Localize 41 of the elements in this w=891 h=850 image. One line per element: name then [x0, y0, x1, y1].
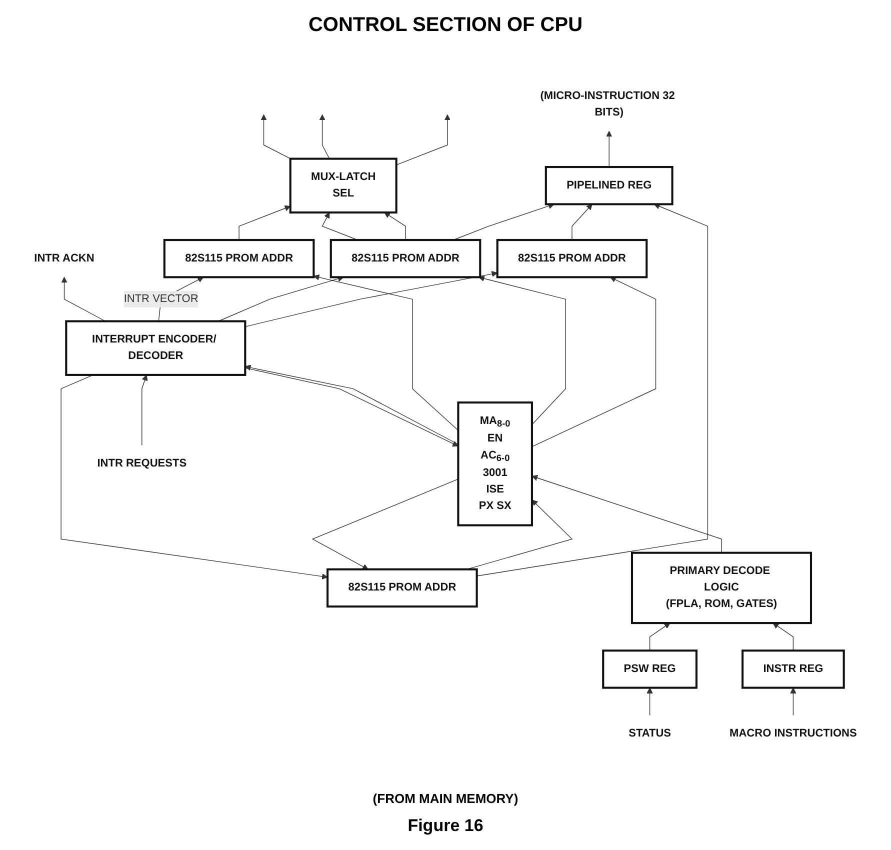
arrow [772, 622, 794, 651]
node-box: PRIMARY DECODE LOGIC (FPLA, ROM, GATES) [630, 552, 812, 624]
arrow [646, 687, 653, 716]
node-box: MUX-LATCH SEL [289, 158, 398, 214]
arrow [649, 622, 670, 651]
arrow [532, 474, 722, 554]
arrow [572, 204, 592, 240]
arrow [476, 203, 708, 576]
arrow [260, 114, 292, 160]
node-box: PSW REG [602, 650, 698, 689]
node-box: INSTR REG [742, 650, 845, 689]
node-text: INTR ACKN [34, 252, 94, 264]
arrow [606, 130, 612, 168]
arrow [61, 276, 106, 322]
node-box: INTERRUPT ENCODER/ DECODER [65, 320, 246, 376]
arrow [60, 374, 328, 580]
node-box: MA$_{8-0}$ EN AC$_{6-0}$ 3001 ISE PX SX [457, 401, 533, 526]
arrow [312, 478, 459, 570]
node-box: 82S115 PROM ADDR [163, 238, 315, 278]
arrow [384, 212, 406, 240]
arrow [790, 687, 796, 716]
node-box: 82S115 PROM ADDR [330, 238, 482, 278]
arrow [238, 205, 291, 240]
arrow [142, 374, 148, 446]
arrow [478, 276, 566, 425]
node-box: PIPELINED REG [544, 166, 674, 206]
node-box: 82S115 PROM ADDR [326, 568, 478, 608]
arrow [396, 114, 450, 166]
figure-caption: Figure 16 [408, 816, 484, 836]
arrow [244, 270, 498, 328]
node-text: INTR REQUESTS [97, 458, 187, 470]
arrow [313, 274, 459, 431]
node-text: (MICRO-INSTRUCTION 32 BITS) [540, 90, 675, 118]
node-box: 82S115 PROM ADDR [496, 238, 648, 278]
node-text: MACRO INSTRUCTIONS [730, 728, 857, 740]
arrow [319, 114, 330, 160]
arrow [532, 276, 656, 447]
diagram-title: CONTROL SECTION OF CPU [308, 14, 583, 37]
note-text: (FROM MAIN MEMORY) [372, 791, 518, 806]
edge-label: INTR VECTOR [124, 293, 198, 305]
node-text: STATUS [628, 728, 672, 740]
